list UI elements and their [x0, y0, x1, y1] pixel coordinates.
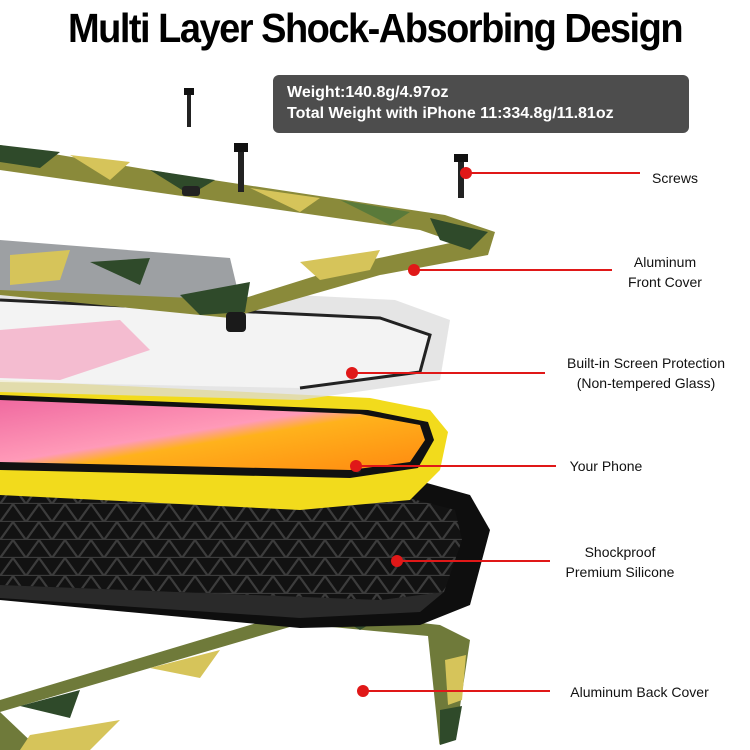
label-screen-protection: Built-in Screen Protection (Non-tempered… [567, 355, 725, 391]
label-your-phone: Your Phone [569, 458, 643, 474]
pointer-lines [346, 167, 640, 697]
label-screws: Screws [652, 170, 698, 186]
phone-body [0, 380, 448, 510]
label-back-cover: Aluminum Back Cover [570, 684, 709, 700]
label-silicone: Shockproof Premium Silicone [565, 544, 675, 580]
back-cover [0, 610, 470, 750]
weight-info-box: Weight:140.8g/4.97oz Total Weight with i… [273, 75, 689, 133]
screen-glass [0, 280, 450, 400]
label-front-cover: Aluminum Front Cover [628, 254, 702, 290]
page-title: Multi Layer Shock-Absorbing Design [67, 6, 684, 52]
screws [182, 88, 468, 198]
total-weight-line: Total Weight with iPhone 11:334.8g/11.81… [287, 105, 614, 122]
weight-line: Weight:140.8g/4.97oz [287, 84, 449, 101]
front-cover [0, 145, 495, 332]
